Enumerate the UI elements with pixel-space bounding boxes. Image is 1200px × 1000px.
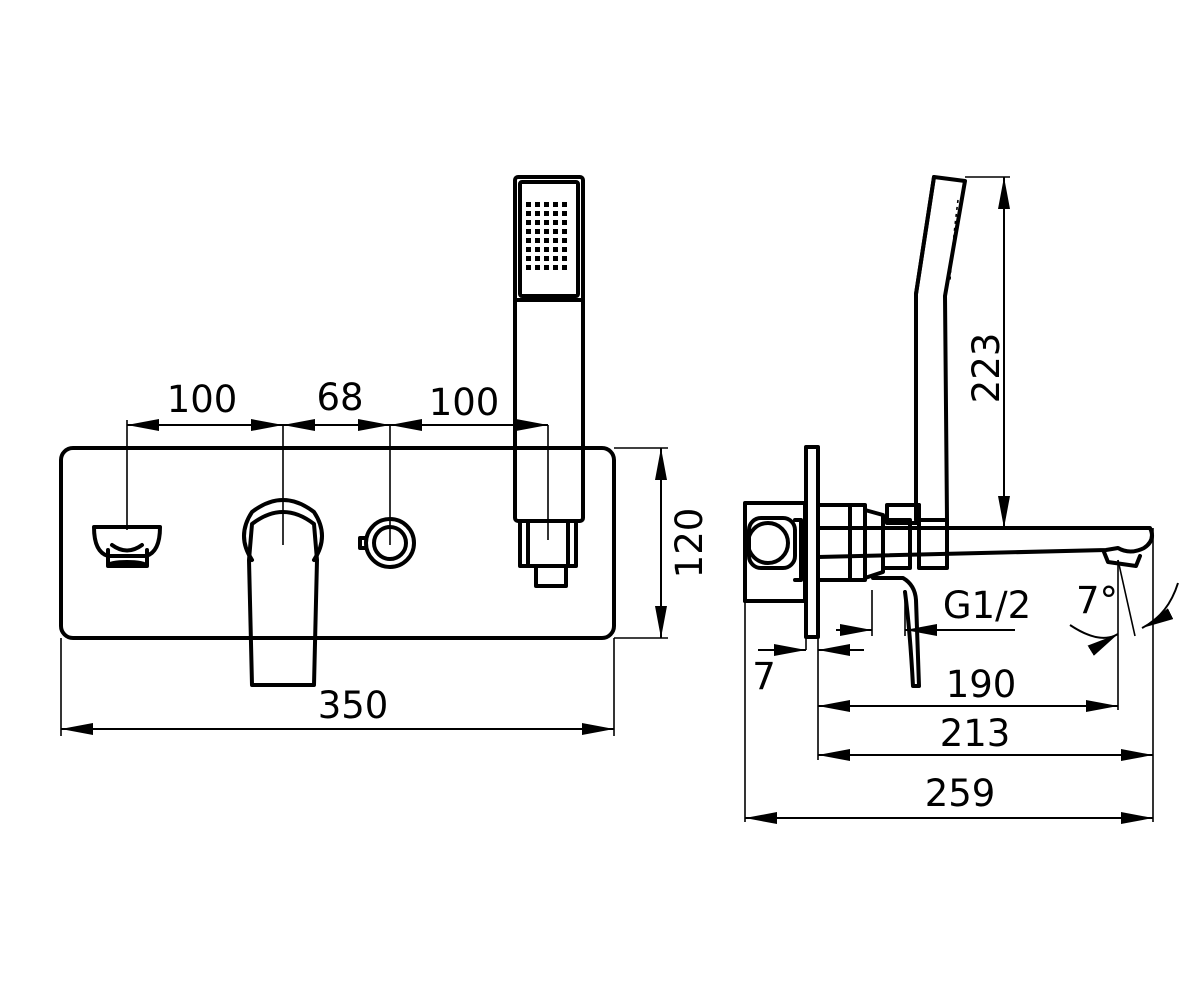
dim-7-degree: 7° xyxy=(1076,579,1118,622)
dim-g1-2: G1/2 xyxy=(943,584,1031,627)
dim-7: 7 xyxy=(752,655,776,698)
dim-100-right: 100 xyxy=(429,381,500,424)
spout-outlet xyxy=(92,525,162,568)
hand-shower xyxy=(513,175,585,588)
dim-120: 120 xyxy=(668,508,711,579)
dim-350: 350 xyxy=(318,684,389,727)
wall-plate-side xyxy=(804,445,820,639)
dim-100-left: 100 xyxy=(167,378,238,421)
dim-213: 213 xyxy=(940,712,1011,755)
dim-223: 223 xyxy=(965,333,1008,404)
dim-68: 68 xyxy=(316,376,363,419)
mixer-body-side xyxy=(816,503,949,688)
wall-plate xyxy=(59,446,616,640)
hand-shower-side xyxy=(914,175,967,522)
bath-spout-side xyxy=(816,526,1154,568)
front-view: 100 68 100 120 350 xyxy=(59,175,711,736)
mixer-handle xyxy=(242,425,324,687)
wall-box xyxy=(743,501,807,603)
dim-259: 259 xyxy=(925,772,996,815)
dim-190: 190 xyxy=(946,663,1017,706)
diverter-knob xyxy=(358,425,416,569)
spray-nozzles xyxy=(526,202,567,270)
side-view: 223 G1/2 7° 7 190 213 259 xyxy=(743,175,1179,824)
